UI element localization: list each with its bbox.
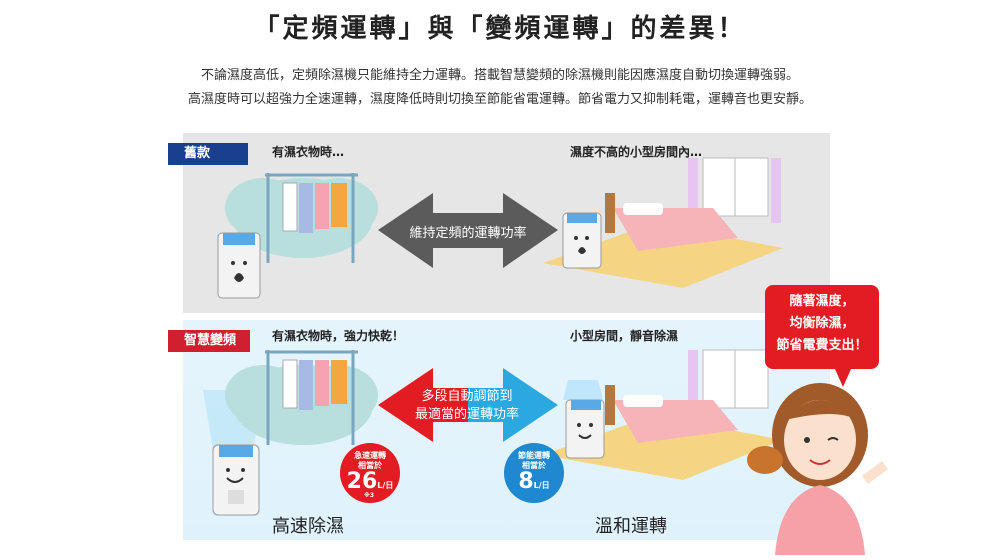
badge-fast-number: 26: [346, 469, 378, 494]
badge-fast-line-1: 急速運轉: [354, 451, 386, 460]
woman-character-icon: [747, 383, 888, 555]
badge-eco-unit: L/日: [533, 481, 550, 490]
bedroom-icon: [543, 157, 783, 288]
smart-arrow-line-2: 最適當的運轉功率: [414, 407, 519, 422]
smart-model-tag: 智慧變頻: [168, 330, 250, 352]
old-right-label: 濕度不高的小型房間內…: [570, 145, 703, 159]
bedroom-smart-icon: [543, 349, 783, 480]
new-right-label: 小型房間，靜音除濕: [570, 329, 679, 343]
dehumidifier-strong-icon: [212, 444, 260, 516]
old-illustration: [217, 157, 783, 299]
badge-eco-line-2: 相當於: [522, 461, 546, 470]
new-left-label: 有濕衣物時，強力快乾！: [272, 329, 405, 343]
dehumidifier-right-icon: [562, 212, 602, 269]
badge-fast-unit: L/日: [377, 481, 394, 490]
speech-line-3: 節省電費支出！: [776, 338, 868, 353]
woman-illustration: [747, 383, 888, 555]
badge-eco: 節能運轉 相當於 8L/日: [504, 443, 564, 503]
badge-fast: 急速運轉 相當於 26L/日 ※3: [340, 443, 400, 503]
badge-eco-line-1: 節能運轉: [518, 451, 550, 460]
double-arrow-old-icon: [378, 193, 558, 268]
speech-bubble: 隨著濕度， 均衡除濕， 節省電費支出！: [765, 285, 879, 387]
smart-arrow-line-1: 多段自動調節到: [421, 389, 513, 404]
badge-fast-note: ※3: [364, 492, 375, 499]
double-arrow-smart-icon: [378, 368, 558, 442]
dehumidifier-gentle-icon: [563, 380, 605, 459]
old-left-label: 有濕衣物時…: [272, 145, 345, 159]
old-arrow-text: 維持定頻的運轉功率: [409, 226, 527, 241]
badge-fast-line-2: 相當於: [358, 461, 382, 470]
intro-line-1: 不論濕度高低，定頻除濕機只能維持全力運轉。搭載智慧變頻的除濕機則能因應濕度自動切…: [200, 68, 799, 83]
smart-arrow-text: 多段自動調節到 最適當的運轉功率: [392, 388, 542, 424]
fast-mode-label: 高速除濕: [272, 516, 344, 537]
old-model-tag: 舊款: [168, 143, 248, 165]
speech-line-1: 隨著濕度，: [789, 294, 855, 309]
dehumidifier-left-icon: [217, 232, 261, 299]
speech-line-2: 均衡除濕，: [789, 316, 855, 331]
badge-eco-number: 8: [518, 469, 534, 494]
clothes-rack-smart-icon: [265, 350, 358, 445]
gentle-mode-label: 溫和運轉: [595, 516, 667, 537]
intro-line-2: 高濕度時可以超強力全速運轉，濕度降低時則切換至節能省電運轉。節省電力又抑制耗電，…: [187, 92, 812, 107]
clothes-rack-icon: [265, 173, 358, 263]
smart-illustration: [203, 349, 783, 516]
page-title: 「定頻運轉」與「變頻運轉」的差異！: [253, 14, 747, 44]
